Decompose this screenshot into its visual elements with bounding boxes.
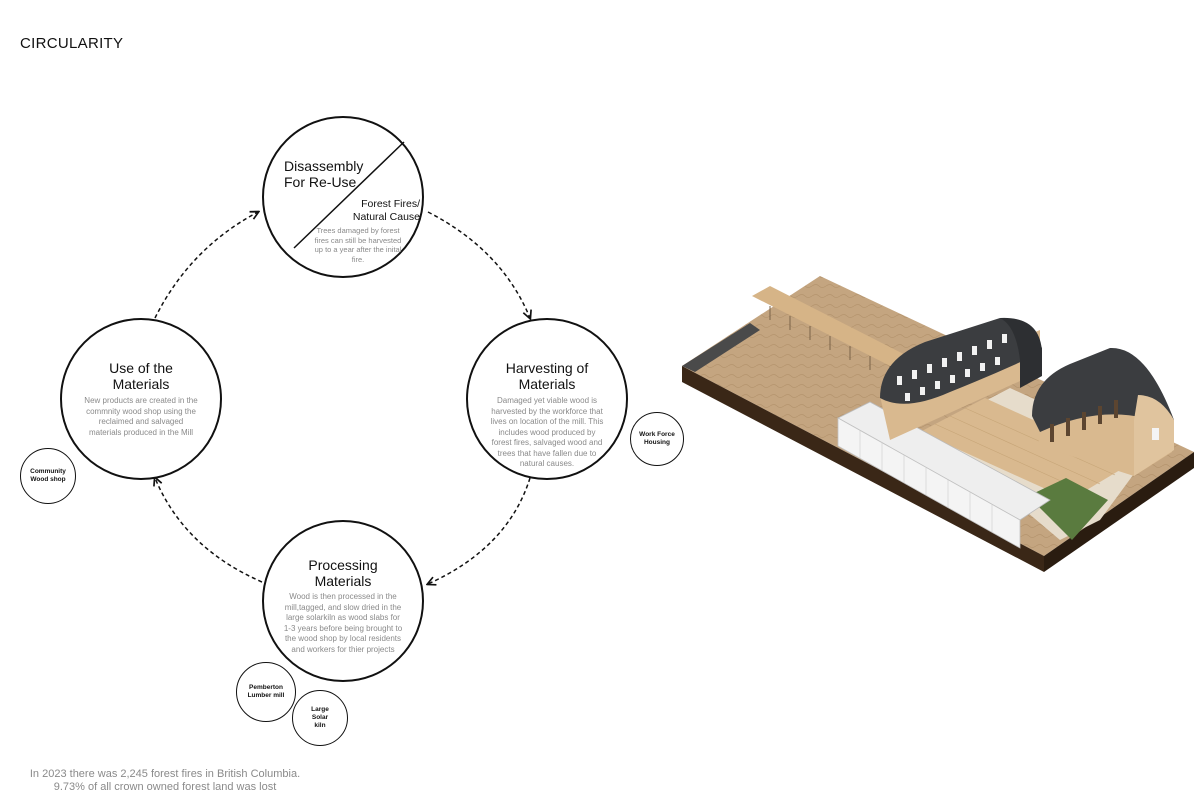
node-disassembly: Disassembly For Re-Use Forest Fires/ Nat… — [262, 116, 424, 278]
node-harvesting: Harvesting of Materials Damaged yet viab… — [466, 318, 628, 480]
node-work-force-housing: Work Force Housing — [630, 412, 684, 466]
node-processing: Processing Materials Wood is then proces… — [262, 520, 424, 682]
arrow-use-to-disassembly — [154, 212, 258, 319]
node-disassembly-body: Trees damaged by forest fires can still … — [314, 226, 402, 264]
node-use: Use of the Materials New products are cr… — [60, 318, 222, 480]
node-disassembly-title: Disassembly For Re-Use — [284, 158, 364, 190]
node-harvesting-title: Harvesting of Materials — [505, 360, 589, 392]
footer-note: In 2023 there was 2,245 forest fires in … — [29, 768, 301, 793]
grass-lawn — [1028, 478, 1108, 540]
site-base-left-edge — [682, 366, 1044, 572]
node-disassembly-subtitle: Forest Fires/ Natural Cause — [352, 198, 420, 223]
site-base-right-edge — [1044, 452, 1194, 572]
node-pemberton-lumber-mill: Pemberton Lumber mill — [236, 662, 296, 722]
page-title: CIRCULARITY — [20, 35, 124, 52]
main-barn-gable — [1000, 317, 1042, 388]
node-use-title: Use of the Materials — [109, 360, 173, 392]
dark-terrain — [682, 323, 760, 372]
node-large-solar-kiln: Large Solar kiln — [292, 690, 348, 746]
node-community-wood-shop: Community Wood shop — [20, 448, 76, 504]
arrow-disassembly-to-harvesting — [427, 211, 530, 318]
divider-line — [293, 141, 405, 249]
timber-deck — [920, 398, 1130, 500]
gable-window — [1152, 428, 1159, 440]
arrow-harvesting-to-processing — [428, 477, 531, 584]
greenhouse-front — [837, 417, 1021, 549]
node-processing-title: Processing Materials — [308, 557, 378, 589]
node-harvesting-body: Damaged yet viable wood is harvested by … — [490, 396, 604, 468]
arrow-processing-to-use — [155, 478, 263, 583]
node-processing-body: Wood is then processed in the mill,tagge… — [283, 592, 403, 654]
boardwalk — [752, 286, 935, 380]
node-use-body: New products are created in the commnity… — [84, 396, 198, 437]
